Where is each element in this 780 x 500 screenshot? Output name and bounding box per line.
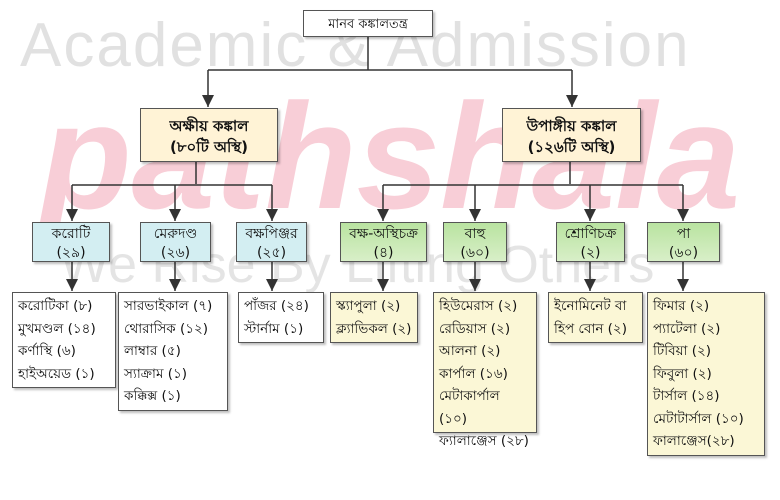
group-count: (২): [580, 245, 601, 261]
bone-item: মেটাকার্পাল (১০): [439, 388, 500, 427]
bone-item: কার্পাল (১৬): [439, 365, 508, 382]
axial-skeleton-box: অক্ষীয় কঙ্কাল (৮০টি অস্থি): [140, 108, 278, 162]
group-name: বাহু: [464, 226, 486, 242]
bone-item: করোটিকা (৮): [18, 298, 93, 314]
bone-item: আলনা (২): [439, 343, 501, 359]
bone-item: মুখমণ্ডল (১৪): [18, 320, 96, 337]
axial-group-0-bone-list: করোটিকা (৮) মুখমণ্ডল (১৪) কর্ণাস্থি (৬) হাই…: [12, 292, 116, 388]
group-name: পা: [676, 226, 691, 242]
title-box: মানব কঙ্কালতন্ত্র: [303, 10, 433, 37]
axial-group-2-box: বক্ষপিঞ্জর (২৫): [236, 222, 307, 262]
group-count: (৪): [373, 245, 394, 261]
appendicular-group-3-bone-list: ফিমার (২) প্যাটেলা (২) টিবিয়া (২) ফিবুলা (…: [647, 292, 765, 456]
appendicular-group-0-bone-list: স্ক্যাপুলা (২) ক্ল্যাভিকল (২): [330, 292, 418, 343]
bone-item: স্ক্যাপুলা (২): [336, 298, 401, 314]
appendicular-name: উপাঙ্গীয় কঙ্কাল: [526, 117, 617, 135]
bone-item: পাঁজর (২৪): [244, 298, 309, 314]
bone-item: ফালাঞ্জেস(২৮): [653, 433, 735, 449]
group-count: (৬০): [460, 245, 490, 261]
group-name: বক্ষ-অস্থিচক্র: [349, 226, 418, 242]
bone-item: ইনোমিনেট বা: [554, 298, 627, 314]
bone-item: রেডিয়াস (২): [439, 320, 511, 337]
bone-item: ফিবুলা (২): [653, 365, 712, 382]
bone-item: টিবিয়া (২): [653, 343, 712, 359]
appendicular-group-0-box: বক্ষ-অস্থিচক্র (৪): [340, 222, 427, 262]
bone-item: ফিমার (২): [653, 298, 710, 314]
appendicular-group-3-box: পা (৬০): [647, 222, 720, 262]
axial-count: (৮০টি অস্থি): [169, 138, 249, 156]
axial-group-0-box: করোটি (২৯): [32, 222, 110, 262]
bone-item: স্টার্নাম (১): [244, 320, 304, 337]
appendicular-group-1-box: বাহু (৬০): [443, 222, 507, 262]
axial-group-1-bone-list: সারভাইকাল (৭) থোরাসিক (১২) লাম্বার (৫) স্যা…: [118, 292, 228, 411]
appendicular-group-2-box: শ্রোণিচক্র (২): [556, 222, 625, 262]
group-count: (২৬): [160, 245, 191, 261]
group-count: (৬০): [668, 245, 699, 261]
bone-item: টার্সাল (১৪): [653, 388, 720, 404]
group-count: (২৯): [56, 245, 86, 261]
axial-name: অক্ষীয় কঙ্কাল: [169, 117, 249, 135]
appendicular-skeleton-box: উপাঙ্গীয় কঙ্কাল (১২৬টি অস্থি): [502, 108, 641, 162]
appendicular-group-2-bone-list: ইনোমিনেট বা হিপ বোন (২): [548, 292, 643, 343]
bone-item: হিপ বোন (২): [554, 320, 627, 337]
bone-item: প্যাটেলা (২): [653, 320, 721, 337]
group-count: (২৫): [256, 245, 287, 261]
group-name: শ্রোণিচক্র: [564, 226, 617, 242]
bone-item: ক্ল্যাভিকল (২): [336, 320, 412, 337]
group-name: করোটি: [51, 226, 91, 242]
bone-item: ফ্যালাঞ্জেস (২৮): [439, 433, 529, 449]
bone-item: লাম্বার (৫): [124, 343, 181, 359]
bone-item: হাইঅয়েড (১): [18, 365, 95, 382]
axial-group-1-box: মেরুদণ্ড (২৬): [140, 222, 211, 262]
bone-item: কর্ণাস্থি (৬): [18, 343, 76, 359]
bone-item: থোরাসিক (১২): [124, 320, 209, 337]
appendicular-count: (১২৬টি অস্থি): [527, 138, 616, 156]
axial-group-2-bone-list: পাঁজর (২৪) স্টার্নাম (১): [238, 292, 324, 343]
bone-item: স্যাক্রাম (১): [124, 365, 188, 382]
bone-item: সারভাইকাল (৭): [124, 298, 213, 314]
group-name: মেরুদণ্ড: [153, 226, 198, 242]
bone-item: হিউমেরাস (২): [439, 298, 518, 314]
group-name: বক্ষপিঞ্জর: [245, 226, 298, 242]
appendicular-group-1-bone-list: হিউমেরাস (২) রেডিয়াস (২) আলনা (২) কার্পাল …: [433, 292, 537, 449]
bone-item: মেটাটার্সাল (১০): [653, 410, 744, 427]
bone-item: কক্কিক্স (১): [124, 388, 181, 404]
